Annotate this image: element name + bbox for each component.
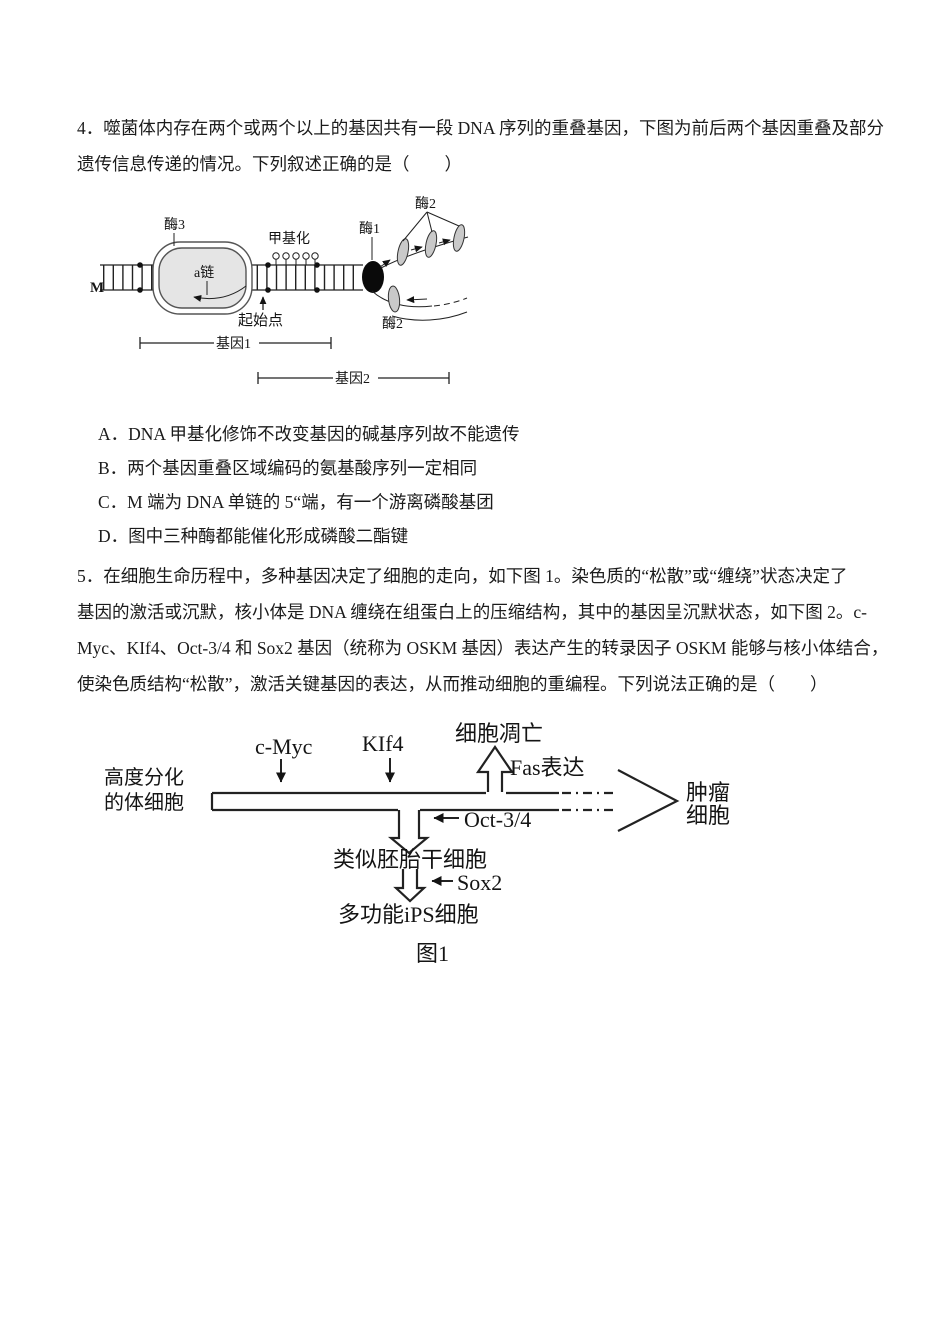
option-c: C．M 端为 DNA 单链的 5“端，有一个游离磷酸基团 xyxy=(98,492,494,512)
gene1-bracket xyxy=(139,337,332,349)
somatic-cell-label-line1: 高度分化 xyxy=(104,766,184,789)
stem-line: 遗传信息传递的情况。下列叙述正确的是（ ） xyxy=(77,154,462,174)
a-chain-label: a链 xyxy=(194,265,214,281)
apoptosis-block-arrow xyxy=(475,745,515,792)
dashed-path xyxy=(562,791,616,812)
tumor-arrowhead xyxy=(617,769,680,832)
sox2-label: Sox2 xyxy=(457,870,502,895)
ribosome-icon xyxy=(396,238,410,266)
translation-arrow xyxy=(438,238,451,246)
enzyme1-label: 酶1 xyxy=(359,221,380,237)
question-5-stem: 5．在细胞生命历程中，多种基因决定了细胞的走向，如下图 1。染色质的“松散”或“… xyxy=(77,558,888,702)
m-end-label: M xyxy=(90,280,104,296)
ips-block-arrow xyxy=(393,869,427,903)
ribosome-icon xyxy=(424,230,438,258)
gene1-label: 基因1 xyxy=(216,335,251,352)
stem-line: 基因的激活或沉默，核小体是 DNA 缠绕在组蛋白上的压缩结构，其中的基因呈沉默状… xyxy=(77,602,867,622)
enzyme2-fan-lines xyxy=(402,211,460,242)
stem-line: 4．噬菌体内存在两个或两个以上的基因共有一段 DNA 序列的重叠基因，下图为前后… xyxy=(77,118,884,138)
mrna-lower-arrow xyxy=(406,296,428,304)
main-pathway-bar xyxy=(210,791,559,812)
rna-polymerase xyxy=(362,261,384,293)
gene2-bracket xyxy=(257,372,450,384)
apoptosis-label: 细胞凋亡 xyxy=(455,721,543,746)
somatic-cell-label-line2: 的体细胞 xyxy=(104,791,184,814)
oct34-label: Oct-3/4 xyxy=(464,807,531,832)
figure1-caption: 图1 xyxy=(416,941,449,966)
start-point-label: 起始点 xyxy=(238,312,283,329)
enzyme3-label: 酶3 xyxy=(164,217,185,233)
mrna-lower-2 xyxy=(391,311,468,321)
tumor-cell-label-line1: 肿瘤 xyxy=(686,780,730,805)
klf4-label: KIf4 xyxy=(362,731,404,756)
stem-line: 5．在细胞生命历程中，多种基因决定了细胞的走向，如下图 1。染色质的“松散”或“… xyxy=(77,566,848,586)
option-a: A．DNA 甲基化修饰不改变基因的碱基序列故不能遗传 xyxy=(98,424,520,444)
gene2-label: 基因2 xyxy=(335,370,370,387)
methylation-label: 甲基化 xyxy=(268,230,310,247)
ribosome-icon xyxy=(452,224,466,252)
ribosomes-upper xyxy=(396,224,466,266)
gene-overlap-diagram: 酶3 a链 M 起始点 甲基化 酶1 酶2 xyxy=(90,196,469,387)
stem-line: Myc、KIf4、Oct-3/4 和 Sox2 基因（统称为 OSKM 基因）表… xyxy=(77,638,889,658)
option-b: B．两个基因重叠区域编码的氨基酸序列一定相同 xyxy=(98,458,478,478)
a-chain-arrow xyxy=(193,285,247,302)
option-d: D．图中三种酶都能催化形成磷酸二酯键 xyxy=(98,526,409,546)
enzyme2-bottom-label: 酶2 xyxy=(382,316,403,332)
dediff-block-arrow xyxy=(387,810,431,855)
methylation-marks xyxy=(272,252,319,265)
c-myc-label: c-Myc xyxy=(255,734,313,759)
mrna-upper-arrow xyxy=(379,259,391,268)
base-pair-dots xyxy=(137,262,320,293)
tumor-cell-label-line2: 细胞 xyxy=(686,803,730,828)
cell-fate-diagram: 高度分化 的体细胞 c-Myc KIf4 细胞凋亡 Fas表达 Oct-3/4 … xyxy=(104,721,730,966)
enzyme2-top-label: 酶2 xyxy=(415,196,436,212)
question-4-stem: 4．噬菌体内存在两个或两个以上的基因共有一段 DNA 序列的重叠基因，下图为前后… xyxy=(77,110,884,182)
translation-arrow xyxy=(410,245,423,253)
ribosome-icon xyxy=(387,285,401,313)
question-4-options: A．DNA 甲基化修饰不改变基因的碱基序列故不能遗传 B．两个基因重叠区域编码的… xyxy=(98,417,519,553)
fas-label: Fas表达 xyxy=(510,755,585,780)
stem-line: 使染色质结构“松散”，激活关键基因的表达，从而推动细胞的重编程。下列说法正确的是… xyxy=(77,674,828,694)
mrna-lower-dashed xyxy=(433,297,468,307)
stem-like-cell-label: 类似胚胎干细胞 xyxy=(333,847,487,872)
ips-cell-label: 多功能iPS细胞 xyxy=(338,902,479,927)
